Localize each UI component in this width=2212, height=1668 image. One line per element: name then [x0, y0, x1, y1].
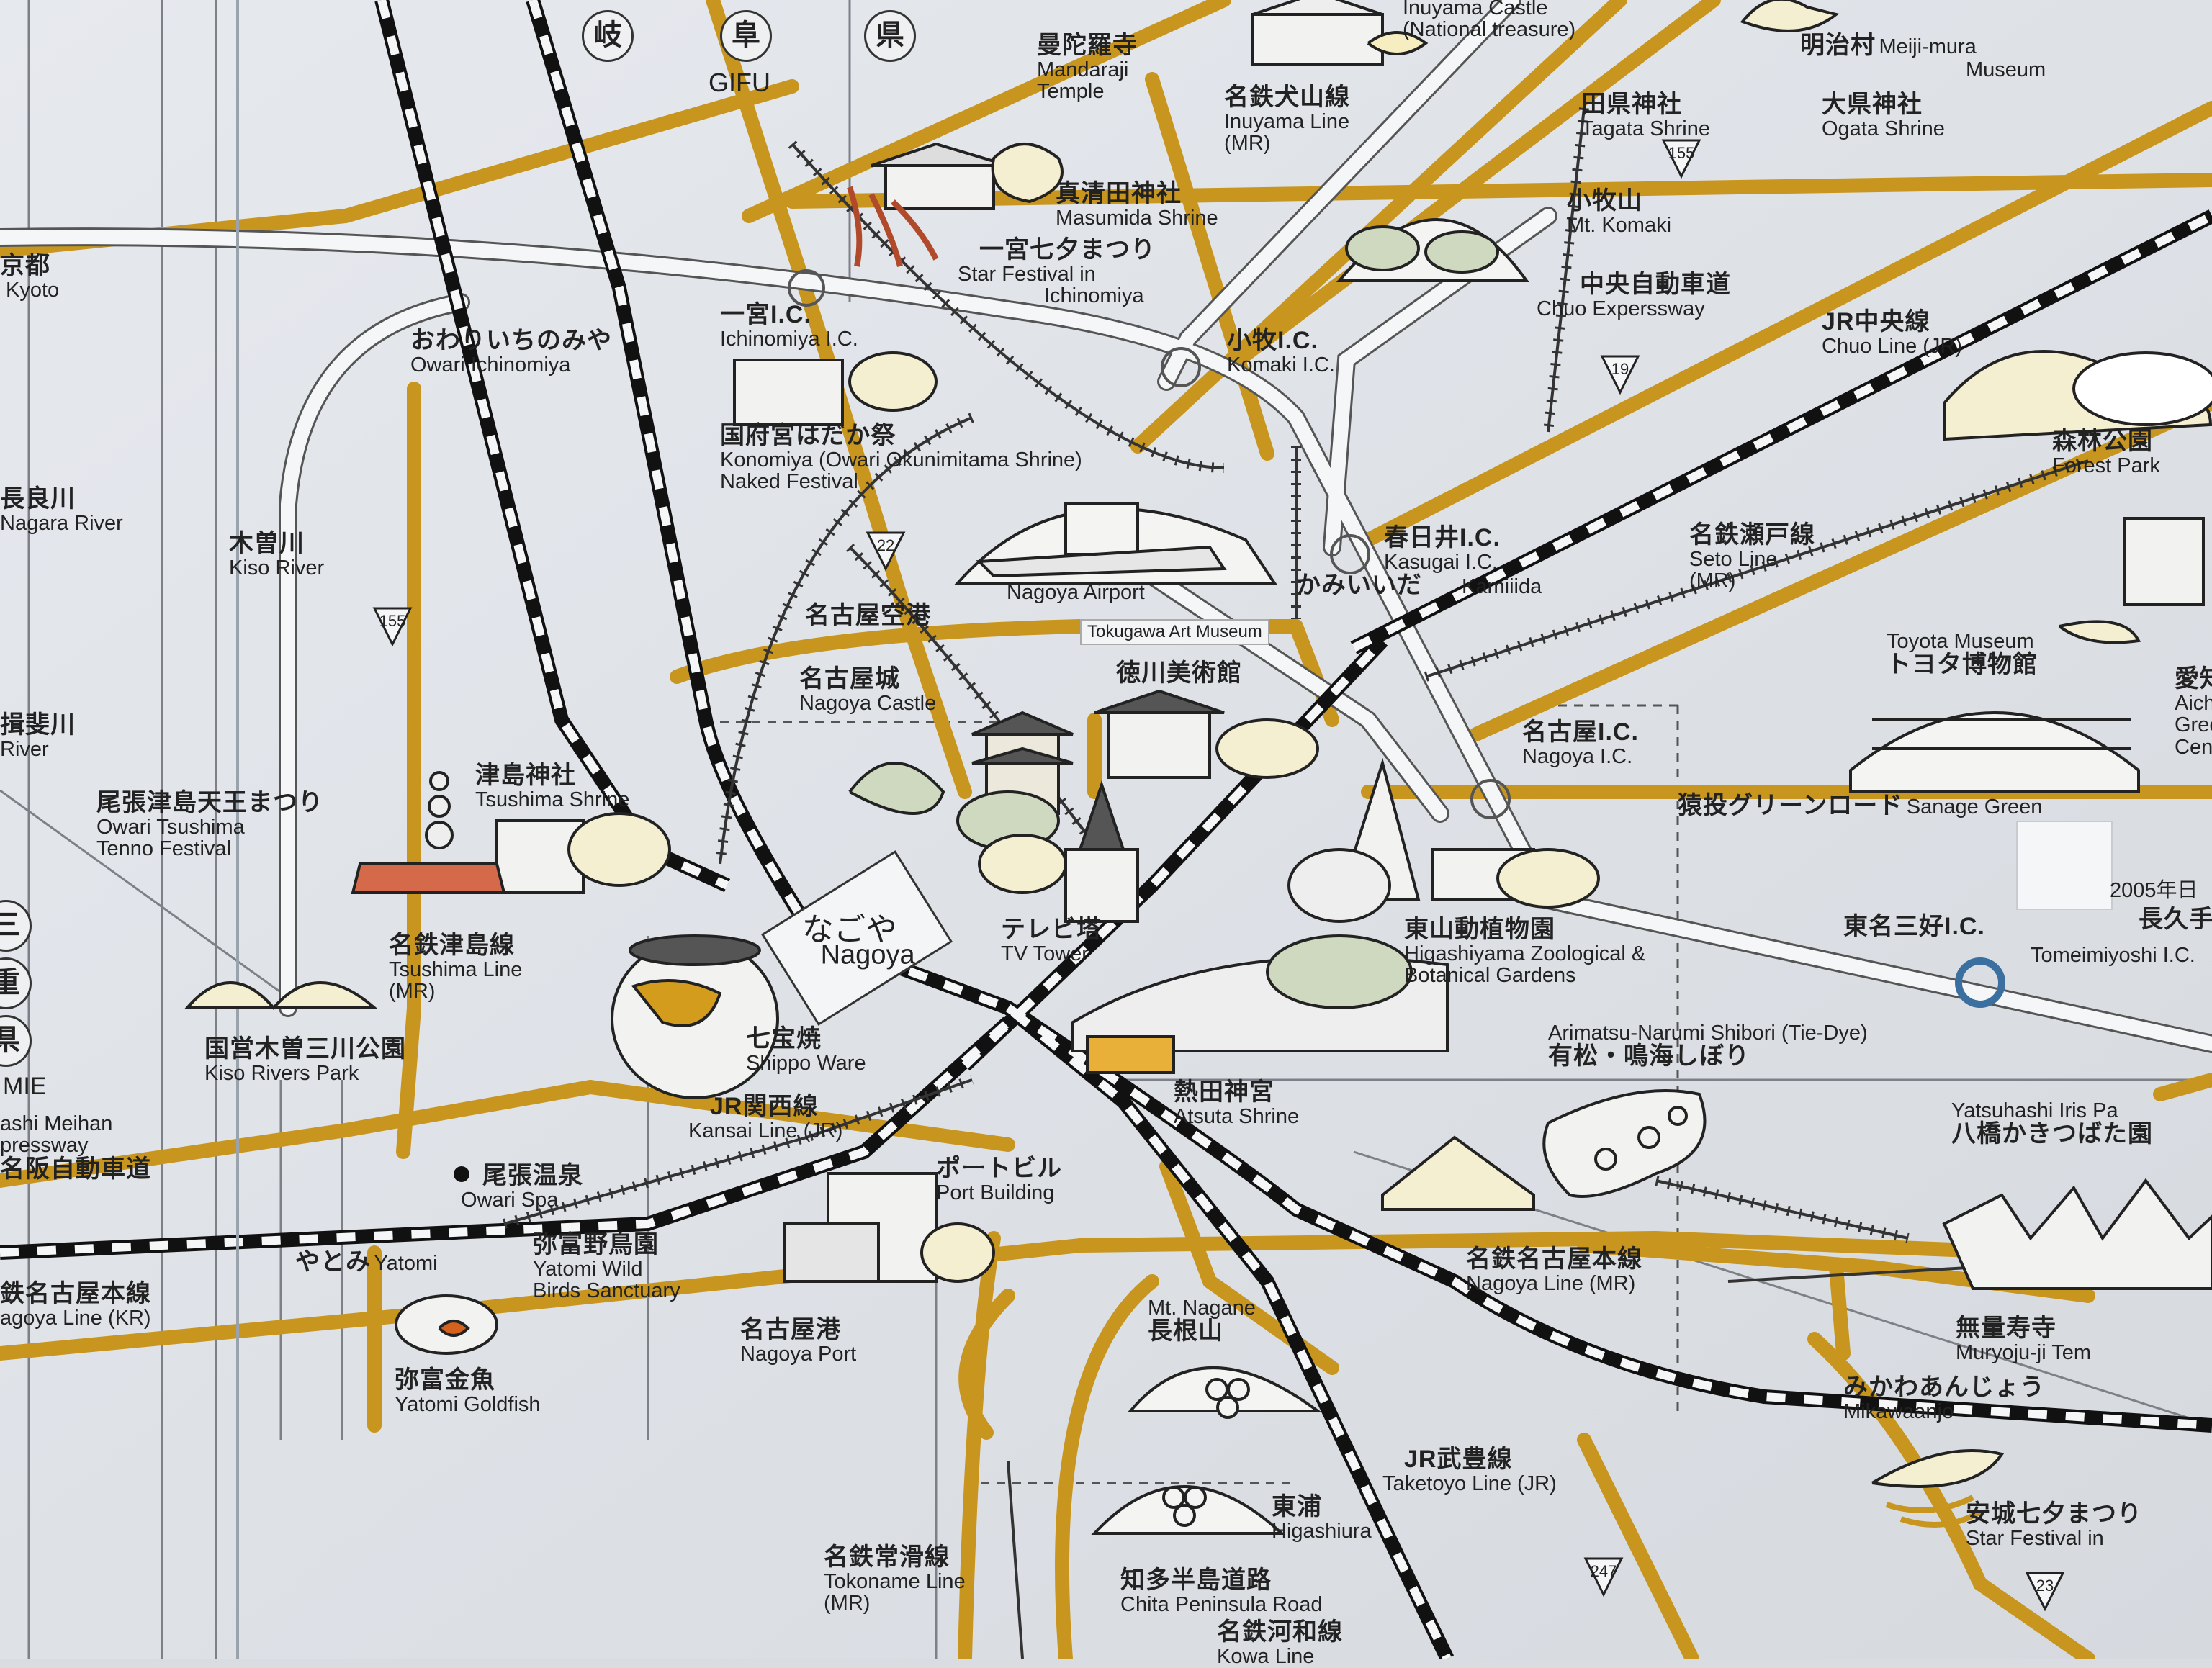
- pref-char-1: 岐: [582, 10, 634, 62]
- nagoya-en: Nagoya: [820, 939, 915, 970]
- expo-sticker: [2016, 821, 2113, 910]
- label-nagoya-ic: 名古屋I.C.Nagoya I.C.: [1522, 718, 1639, 768]
- label-nagakute: 長久手: [2139, 906, 2212, 933]
- label-arimatsu: Arimatsu-Narumi Shibori (Tie-Dye)有松・鳴海しぼ…: [1548, 1022, 1868, 1070]
- label-expo-year: 2005年日: [2110, 879, 2198, 902]
- label-aichi: 愛知AichiGreenCente: [2175, 665, 2212, 759]
- label-tokugawa-jp: 徳川美術館: [1116, 659, 1242, 687]
- mie-label: MIE: [3, 1073, 47, 1100]
- label-inuyama-castle: Inuyama Castle(National treasure): [1403, 0, 1576, 42]
- label-sanage: 猿投グリーンロード Sanage Green: [1678, 792, 2043, 819]
- pref-char-3: 県: [864, 10, 916, 62]
- label-tomei-miyoshi: 東名三好I.C.Tomeimiyoshi I.C.: [1843, 913, 2195, 967]
- label-kasugai-ic: 春日井I.C.Kasugai I.C.: [1384, 524, 1501, 574]
- pref-char-2: 阜: [720, 10, 772, 62]
- gifu-label: GIFU: [709, 68, 770, 97]
- owari-spa-dot: [454, 1166, 469, 1182]
- label-komaki-ic: 小牧I.C.Komaki I.C.: [1227, 327, 1335, 377]
- label-ichinomiya-ic: 一宮I.C.Ichinomiya I.C.: [720, 301, 858, 351]
- label-yatomi: やとみ Yatomi: [295, 1248, 438, 1276]
- tokugawa-tag: Tokugawa Art Museum: [1080, 619, 1269, 645]
